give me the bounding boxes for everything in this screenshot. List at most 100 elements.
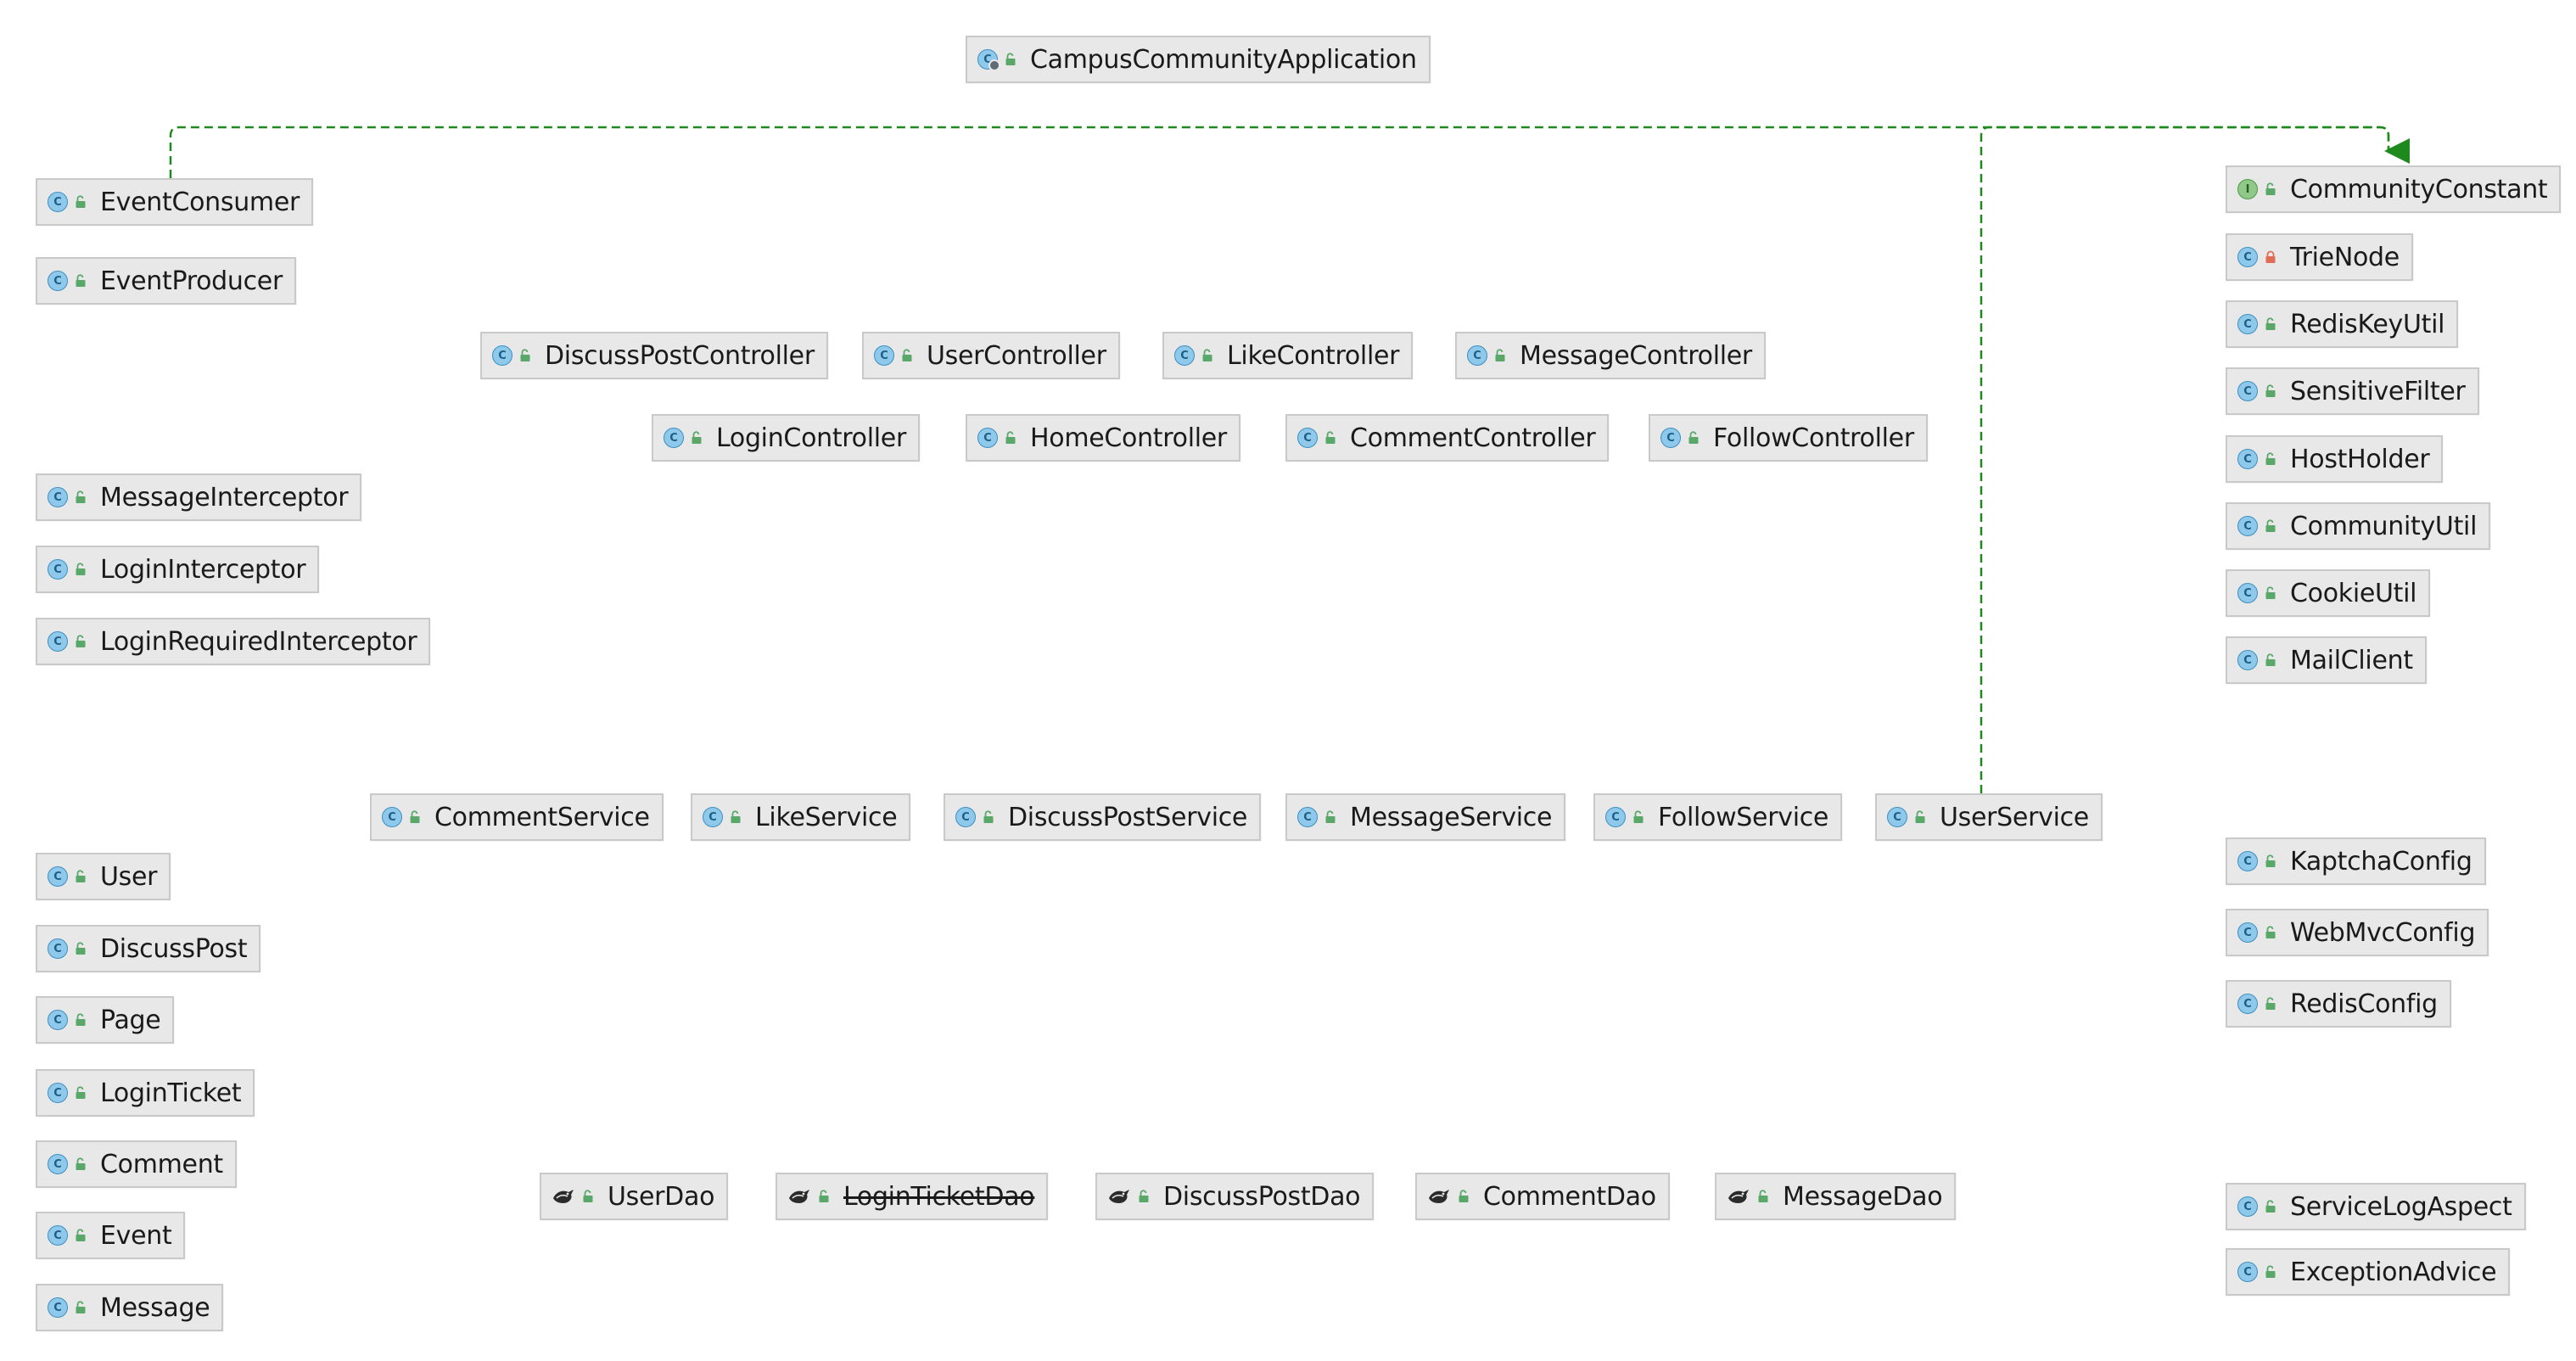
- public-access-icon: [409, 810, 421, 824]
- node-login-ticket[interactable]: C LoginTicket: [36, 1069, 255, 1117]
- node-label: LoginTicket: [100, 1078, 242, 1108]
- node-comment[interactable]: C Comment: [36, 1140, 237, 1188]
- class-icon: C: [977, 428, 998, 448]
- public-access-icon: [2265, 653, 2276, 667]
- node-label: UserDao: [608, 1181, 715, 1212]
- node-user-dao[interactable]: UserDao: [540, 1173, 729, 1220]
- class-icon: C: [664, 428, 684, 448]
- node-label: CommunityConstant: [2290, 174, 2548, 204]
- node-login-ticket-dao[interactable]: LoginTicketDao: [776, 1173, 1049, 1220]
- class-icon: C: [2237, 583, 2258, 603]
- public-access-icon: [75, 563, 87, 576]
- node-label: CookieUtil: [2290, 578, 2417, 608]
- node-label: HostHolder: [2290, 444, 2430, 474]
- node-page[interactable]: C Page: [36, 996, 175, 1044]
- node-label: EventConsumer: [100, 187, 300, 217]
- class-icon: C: [2237, 381, 2258, 401]
- class-icon: C: [1887, 807, 1907, 827]
- class-icon: C: [382, 807, 402, 827]
- public-access-icon: [75, 490, 87, 504]
- node-community-constant[interactable]: I CommunityConstant: [2226, 165, 2562, 213]
- public-access-icon: [1324, 810, 1336, 824]
- class-icon: C: [48, 1154, 68, 1174]
- node-label: Message: [100, 1292, 210, 1323]
- node-follow-service[interactable]: C FollowService: [1593, 793, 1843, 841]
- node-community-util[interactable]: C CommunityUtil: [2226, 502, 2491, 550]
- class-icon: C: [48, 559, 68, 580]
- public-access-icon: [2265, 926, 2276, 939]
- node-label: DiscussPost: [100, 933, 248, 964]
- mybatis-bird-icon: [1107, 1186, 1131, 1207]
- node-label: LoginRequiredInterceptor: [100, 626, 417, 657]
- class-icon: C: [48, 1010, 68, 1030]
- public-access-icon: [75, 1157, 87, 1171]
- node-label: Event: [100, 1220, 172, 1251]
- class-icon: C: [2237, 449, 2258, 469]
- node-label: FollowController: [1713, 423, 1914, 453]
- class-icon: C: [48, 631, 68, 652]
- node-label: RedisKeyUtil: [2290, 309, 2445, 339]
- node-discuss-post-dao[interactable]: DiscussPostDao: [1095, 1173, 1375, 1220]
- class-icon: C: [1605, 807, 1626, 827]
- node-login-required-interceptor[interactable]: C LoginRequiredInterceptor: [36, 618, 431, 665]
- node-cookie-util[interactable]: C CookieUtil: [2226, 569, 2431, 617]
- interface-icon: I: [2237, 179, 2258, 199]
- class-icon: C: [48, 1083, 68, 1103]
- class-icon: C: [48, 271, 68, 291]
- class-icon: C: [48, 1297, 68, 1318]
- node-label: Comment: [100, 1149, 223, 1179]
- class-icon: C: [955, 807, 976, 827]
- node-message-dao[interactable]: MessageDao: [1715, 1173, 1957, 1220]
- class-icon: C: [2237, 650, 2258, 670]
- node-label: FollowService: [1658, 802, 1829, 832]
- application-class-icon: C: [977, 49, 1000, 71]
- class-icon: C: [48, 866, 68, 887]
- node-discuss-post-service[interactable]: C DiscussPostService: [944, 793, 1262, 841]
- node-comment-dao[interactable]: CommentDao: [1415, 1173, 1670, 1220]
- class-icon: C: [2237, 516, 2258, 536]
- public-access-icon: [2265, 854, 2276, 868]
- node-login-interceptor[interactable]: C LoginInterceptor: [36, 546, 320, 593]
- class-icon: C: [1174, 345, 1195, 366]
- node-label: Page: [100, 1005, 161, 1035]
- node-host-holder[interactable]: C HostHolder: [2226, 435, 2444, 483]
- node-label: DiscussPostService: [1008, 802, 1248, 832]
- class-icon: C: [48, 487, 68, 507]
- node-label: RedisConfig: [2290, 989, 2438, 1019]
- class-icon: C: [1297, 807, 1318, 827]
- public-access-icon: [75, 870, 87, 883]
- node-message[interactable]: C Message: [36, 1284, 224, 1331]
- node-label: CommunityUtil: [2290, 511, 2478, 541]
- node-label: LoginInterceptor: [100, 554, 306, 585]
- node-redis-key-util[interactable]: C RedisKeyUtil: [2226, 300, 2459, 348]
- public-access-icon: [2265, 519, 2276, 533]
- class-icon: C: [2237, 314, 2258, 334]
